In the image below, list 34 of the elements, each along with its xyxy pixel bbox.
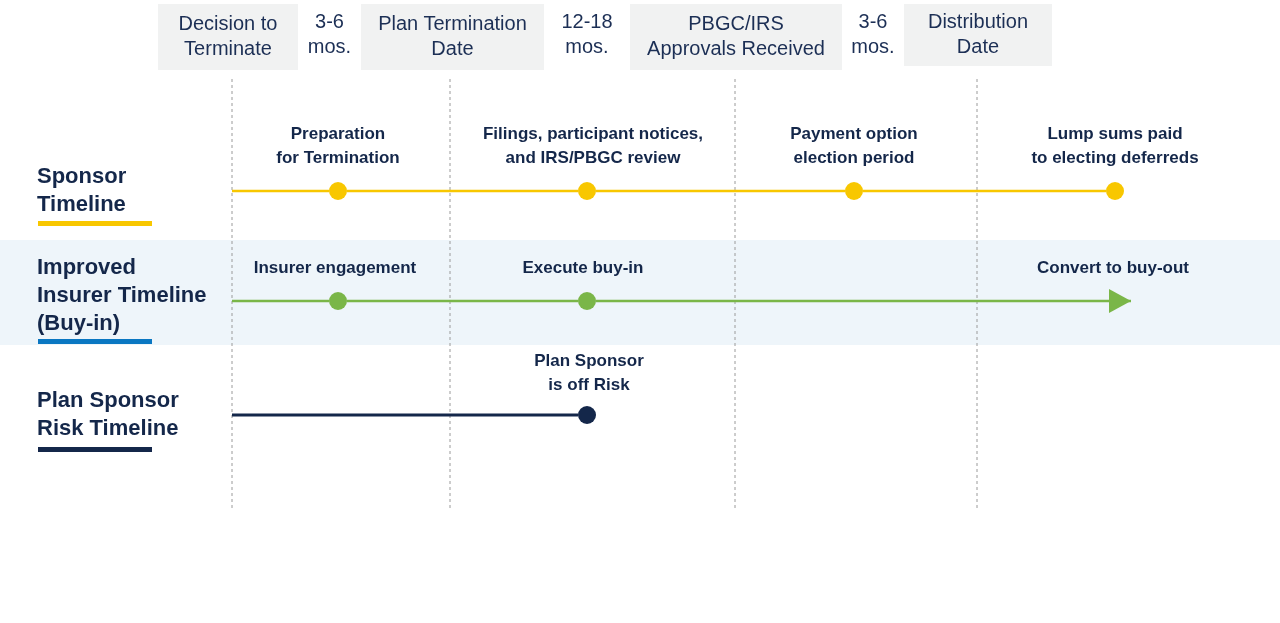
milestone-label: Lump sums paid to electing deferreds xyxy=(1031,123,1199,169)
timeline-band xyxy=(0,240,1280,345)
row-title: Sponsor Timeline xyxy=(37,162,127,218)
timeline-line xyxy=(863,189,1106,193)
date-box: Distribution Date xyxy=(904,4,1052,66)
milestone-label: Preparation for Termination xyxy=(276,123,400,169)
timeline-line xyxy=(596,189,845,193)
edge-label: Convert to buy-out xyxy=(1036,257,1189,279)
timeline-line xyxy=(232,189,329,193)
milestone-dot xyxy=(845,182,863,200)
milestone-label: Plan Sponsor is off Risk xyxy=(534,350,644,396)
milestone-dot xyxy=(329,292,347,310)
milestone-dot xyxy=(1106,182,1124,200)
milestone-dot xyxy=(578,292,596,310)
milestone-dot xyxy=(578,406,596,424)
duration-label: 3-6 mos. xyxy=(306,9,353,59)
date-box: PBGC/IRS Approvals Received xyxy=(630,4,842,70)
timeline-line xyxy=(232,299,329,303)
milestone-dot xyxy=(329,182,347,200)
milestone-label: Payment option election period xyxy=(790,123,918,169)
row-title: Plan Sponsor Risk Timeline xyxy=(37,386,179,442)
duration-label: 12-18 mos. xyxy=(560,9,614,59)
row-title: Improved Insurer Timeline (Buy-in) xyxy=(37,253,207,337)
date-box: Plan Termination Date xyxy=(361,4,544,70)
milestone-label: Insurer engagement xyxy=(253,257,417,279)
duration-label: 3-6 mos. xyxy=(850,9,896,59)
milestone-label: Filings, participant notices, and IRS/PBGC review xyxy=(482,123,704,169)
timeline-line xyxy=(347,299,578,303)
arrow xyxy=(596,289,1131,313)
date-box: Decision to Terminate xyxy=(158,4,298,70)
timeline-line xyxy=(347,189,578,193)
timeline-line xyxy=(232,413,578,417)
milestone-label: Execute buy-in xyxy=(522,257,644,279)
milestone-dot xyxy=(578,182,596,200)
